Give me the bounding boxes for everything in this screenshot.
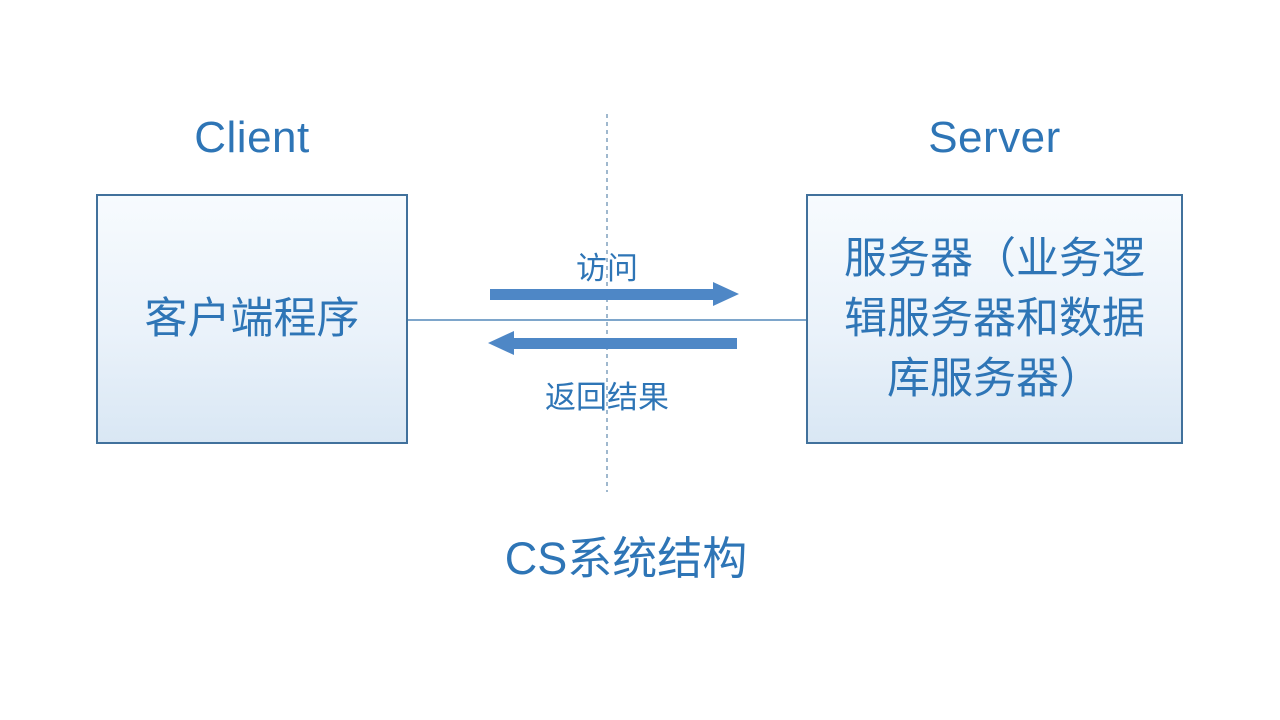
response-arrow-label: 返回结果	[545, 380, 669, 415]
request-arrow-label: 访问	[576, 251, 638, 286]
server-box-label-line-3: 库服务器）	[887, 355, 1102, 403]
client-column-title: Client	[194, 113, 310, 162]
server-column-title: Server	[928, 113, 1061, 162]
server-box-label-line-1: 服务器（业务逻	[844, 235, 1145, 283]
server-box: 服务器（业务逻 辑服务器和数据 库服务器）	[806, 194, 1183, 444]
request-arrow-head	[713, 282, 739, 306]
client-box: 客户端程序	[96, 194, 408, 444]
diagram-caption: CS系统结构	[504, 533, 748, 584]
server-box-label: 服务器（业务逻 辑服务器和数据 库服务器）	[844, 229, 1145, 409]
dashed-divider-line	[606, 114, 608, 492]
server-box-label-line-2: 辑服务器和数据	[844, 295, 1145, 343]
request-arrow-tail	[490, 289, 714, 300]
client-box-label: 客户端程序	[144, 295, 360, 343]
response-arrow-head	[488, 331, 514, 355]
response-arrow-tail	[513, 338, 737, 349]
